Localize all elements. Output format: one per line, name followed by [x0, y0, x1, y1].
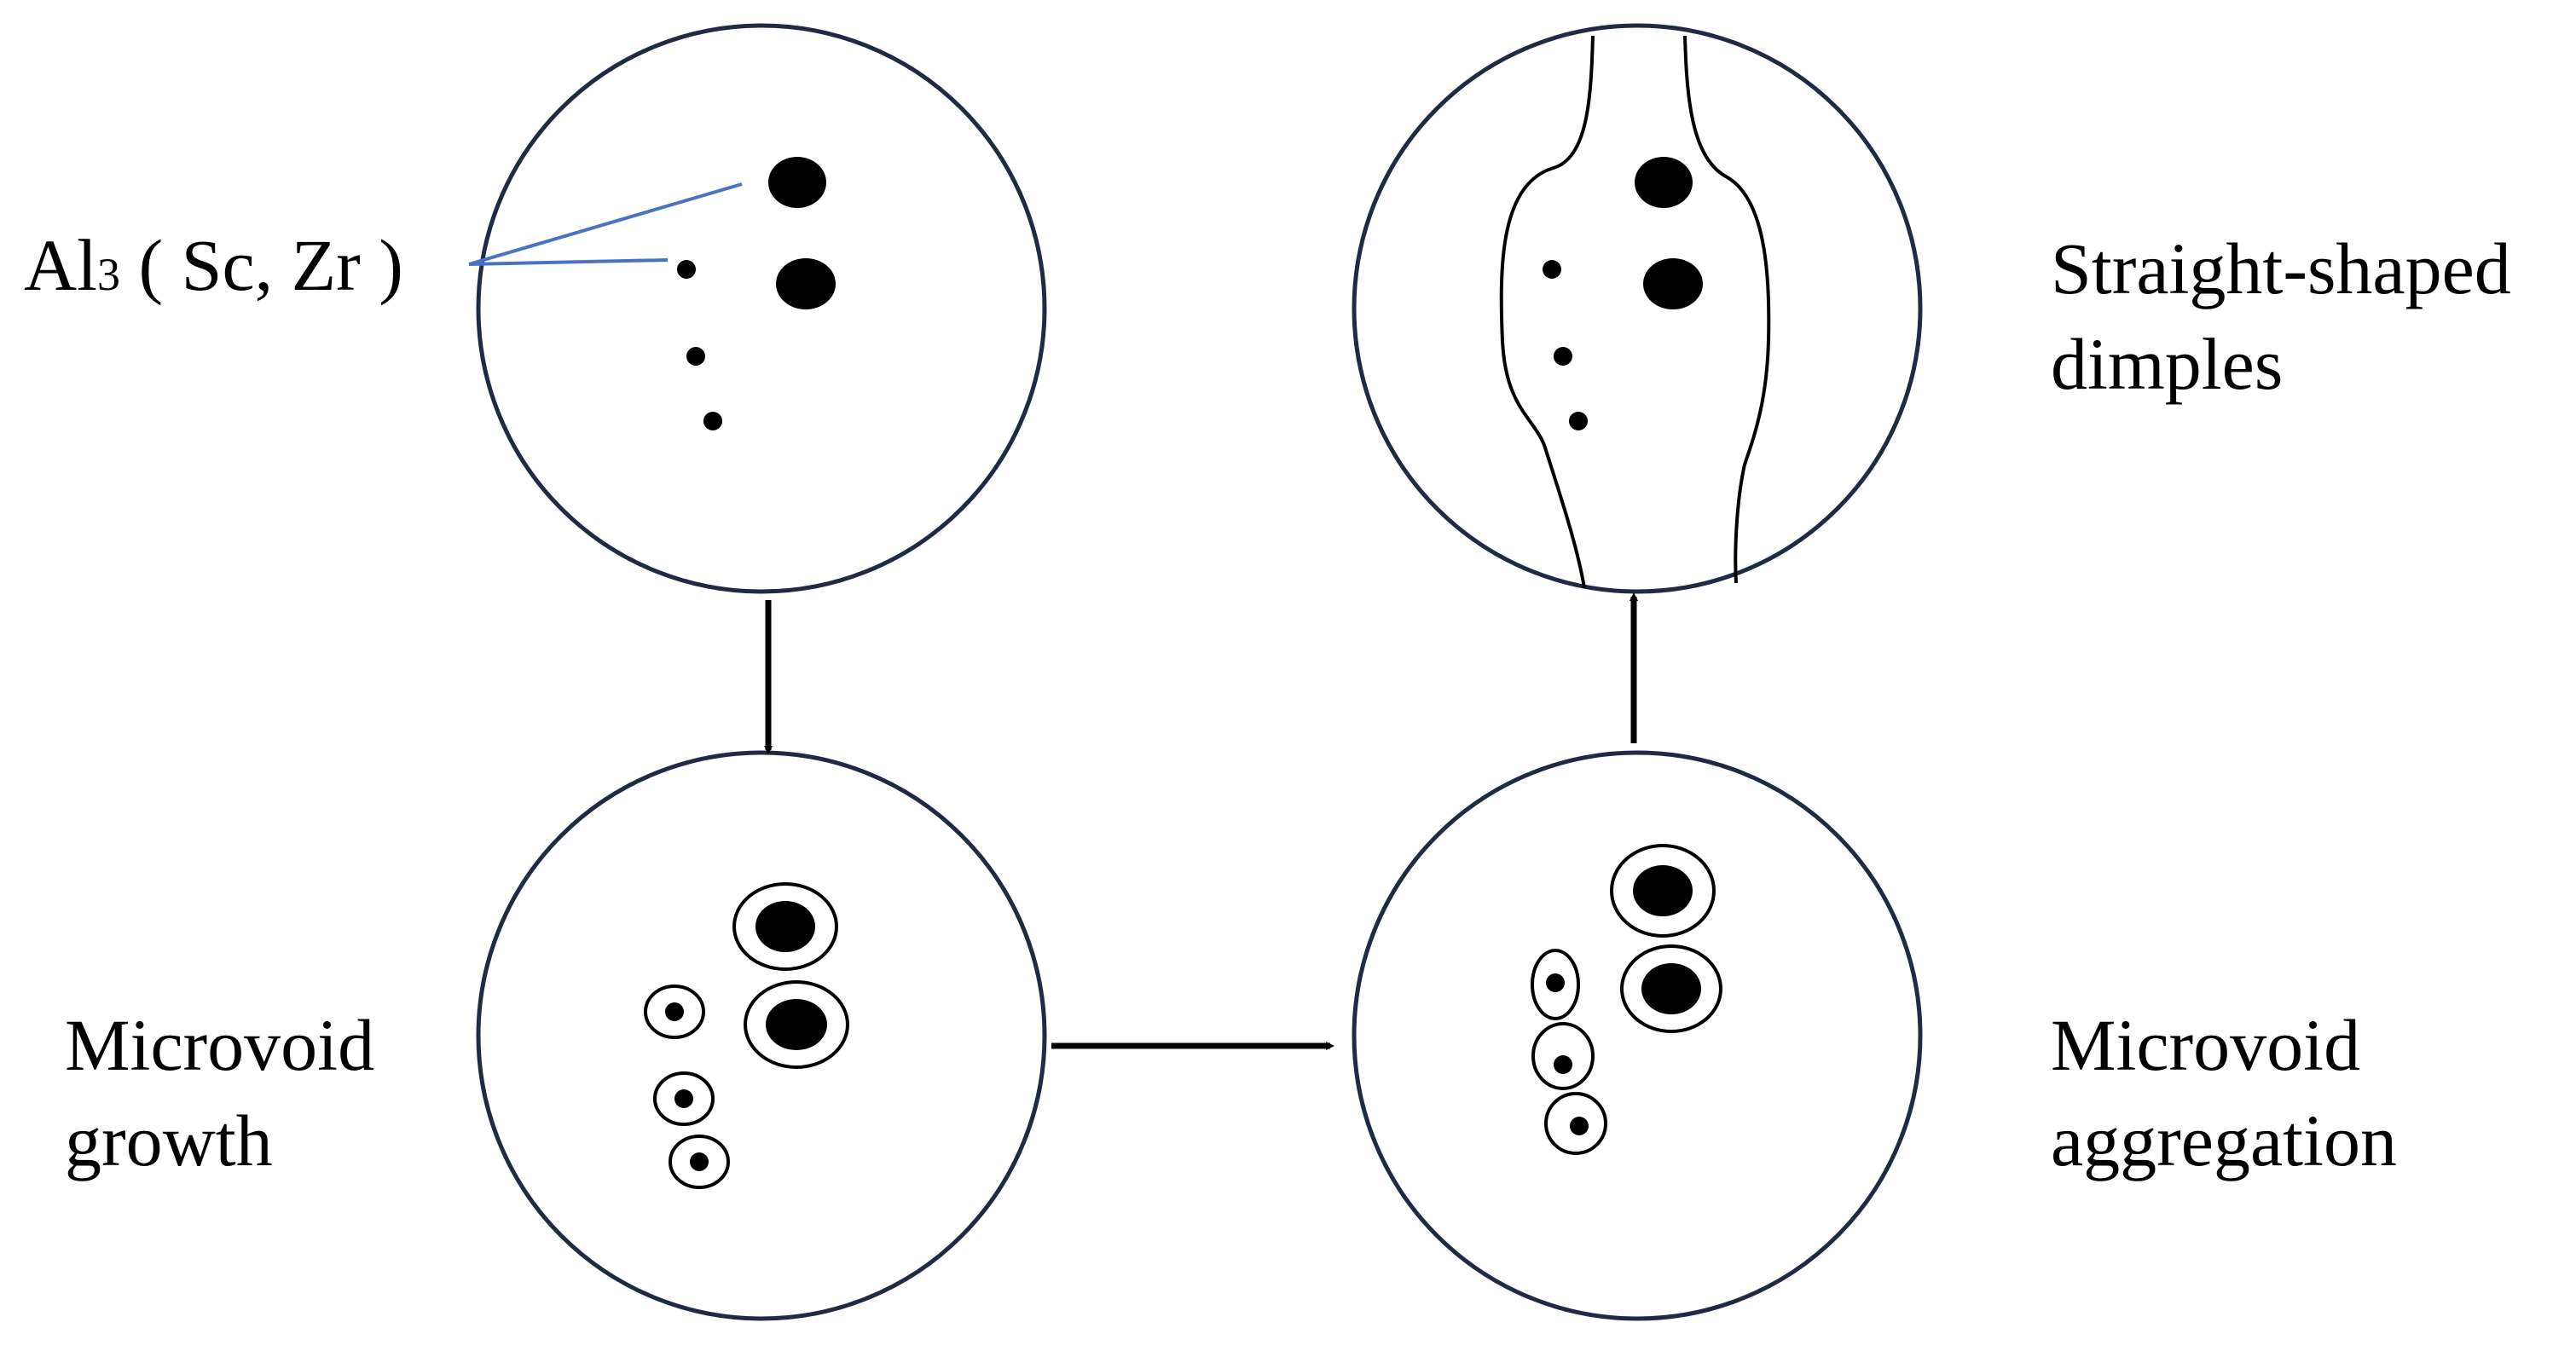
void-ring	[1620, 944, 1722, 1033]
panel-aggregation	[1352, 750, 1923, 1321]
void-ring	[744, 980, 849, 1069]
particle-large	[1641, 963, 1701, 1014]
particle-label-prefix: Al	[24, 224, 97, 306]
aggregation-label-line1: Microvoid	[2051, 1004, 2361, 1086]
particle-large	[768, 157, 826, 208]
particle-large	[776, 258, 836, 309]
particle-small	[665, 1002, 684, 1021]
particle-small	[686, 347, 705, 366]
dimple-boundary-left	[1499, 35, 1595, 589]
void-ring	[732, 882, 838, 971]
panel-aggregation-circle	[1352, 750, 1923, 1321]
particle-large	[766, 999, 827, 1050]
panel-growth	[476, 750, 1047, 1321]
void-ring	[1544, 1092, 1607, 1155]
particle-label-suffix: ( Sc, Zr )	[120, 224, 403, 306]
particle-large	[1633, 865, 1693, 916]
particle-small	[1569, 412, 1588, 430]
growth-label-line1: Microvoid	[65, 1004, 375, 1086]
panel-particles-circle	[476, 23, 1047, 594]
dimple-boundary-right	[1683, 35, 1771, 584]
void-ring	[1610, 844, 1716, 938]
panel-dimples	[1352, 23, 1923, 594]
void-ring	[1531, 949, 1580, 1020]
void-ring	[669, 1135, 730, 1189]
particle-small	[674, 1089, 693, 1108]
particle-small	[703, 412, 722, 430]
growth-label-line2: growth	[65, 1100, 273, 1181]
leader-line	[468, 258, 669, 266]
dimples-label-line1: Straight-shaped	[2051, 228, 2511, 309]
particle-label-subscript: 3	[97, 249, 120, 300]
particle-small	[1554, 347, 1572, 366]
leader-line	[468, 182, 743, 266]
dimples-label-line2: dimples	[2051, 323, 2284, 405]
particle-large	[1643, 258, 1703, 309]
particle-small	[1546, 973, 1565, 992]
particle-small	[1570, 1117, 1589, 1135]
particle-large	[755, 901, 815, 952]
particle-small	[1554, 1055, 1572, 1074]
particle-small	[690, 1152, 709, 1171]
particle-large	[1635, 157, 1693, 208]
particle-label: Al3 ( Sc, Zr )	[24, 218, 403, 321]
panel-particles	[468, 23, 1047, 594]
void-ring	[644, 985, 705, 1039]
panel-growth-circle	[476, 750, 1047, 1321]
particle-small	[677, 260, 696, 279]
particle-small	[1543, 260, 1561, 279]
panel-dimples-circle	[1352, 23, 1923, 594]
void-ring	[1531, 1022, 1595, 1090]
void-ring	[653, 1071, 715, 1126]
aggregation-label-line2: aggregation	[2051, 1100, 2397, 1181]
